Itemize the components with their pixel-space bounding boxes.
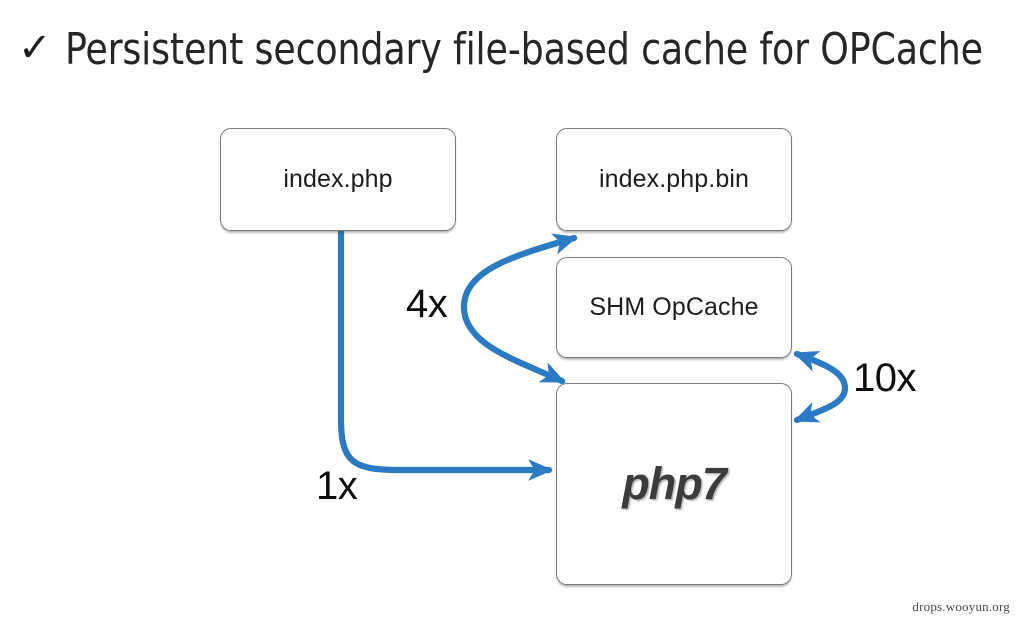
- connection-label-4x: 4x: [406, 282, 448, 326]
- connection-label-1x: 1x: [316, 464, 358, 508]
- page-title: ✓ Persistent secondary file-based cache …: [18, 19, 1008, 79]
- connection-label-10x: 10x: [853, 356, 917, 400]
- node-index-php-bin-label: index.php.bin: [598, 165, 750, 193]
- arrow-1x-path: [337, 227, 553, 481]
- checkmark-icon: ✓: [18, 25, 52, 71]
- arrow-10x-path: [793, 350, 849, 424]
- node-index-php-bin[interactable]: index.php.bin: [556, 128, 792, 231]
- node-index-php-label: index.php: [283, 165, 393, 193]
- node-shm-opcache[interactable]: SHM OpCache: [556, 257, 792, 358]
- node-php7[interactable]: php7: [556, 383, 792, 585]
- watermark: drops.wooyun.org: [912, 599, 1010, 614]
- page-title-text: Persistent secondary file-based cache fo…: [65, 23, 984, 75]
- node-shm-opcache-label: SHM OpCache: [589, 293, 759, 321]
- php7-logo-label: php7: [622, 458, 726, 509]
- node-index-php[interactable]: index.php: [220, 128, 456, 231]
